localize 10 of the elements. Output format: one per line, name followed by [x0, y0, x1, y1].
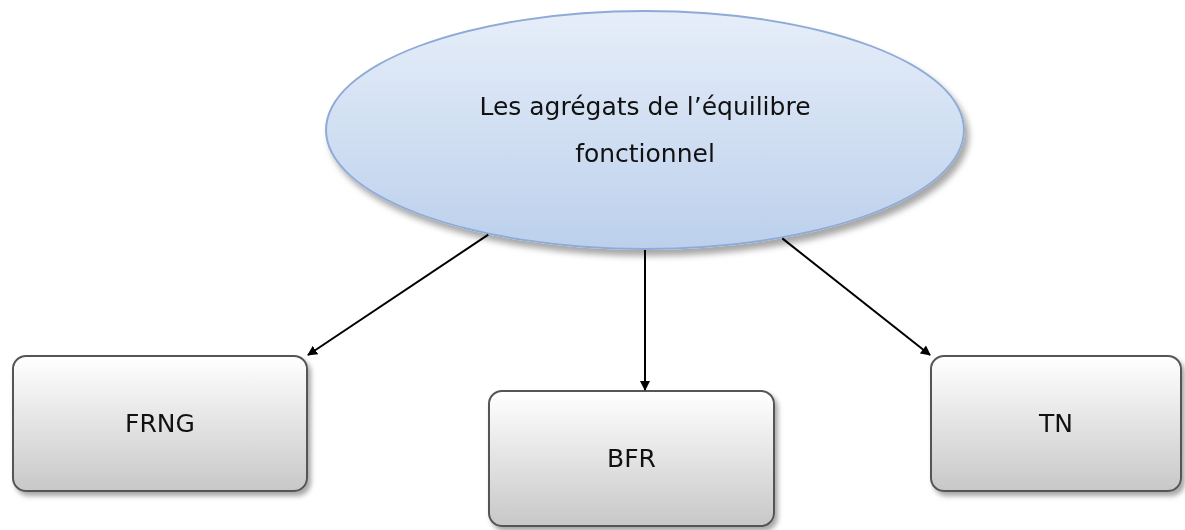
node-label: BFR — [607, 442, 656, 475]
node-label: TN — [1039, 407, 1073, 440]
arrow — [640, 249, 650, 391]
node-label: Les agrégats de l’équilibre fonctionnel — [478, 90, 812, 170]
process-box — [12, 355, 308, 492]
process-box — [930, 355, 1182, 492]
process-box — [488, 390, 775, 527]
node-label: FRNG — [125, 407, 195, 440]
arrow — [307, 233, 490, 356]
arrow — [781, 237, 931, 356]
